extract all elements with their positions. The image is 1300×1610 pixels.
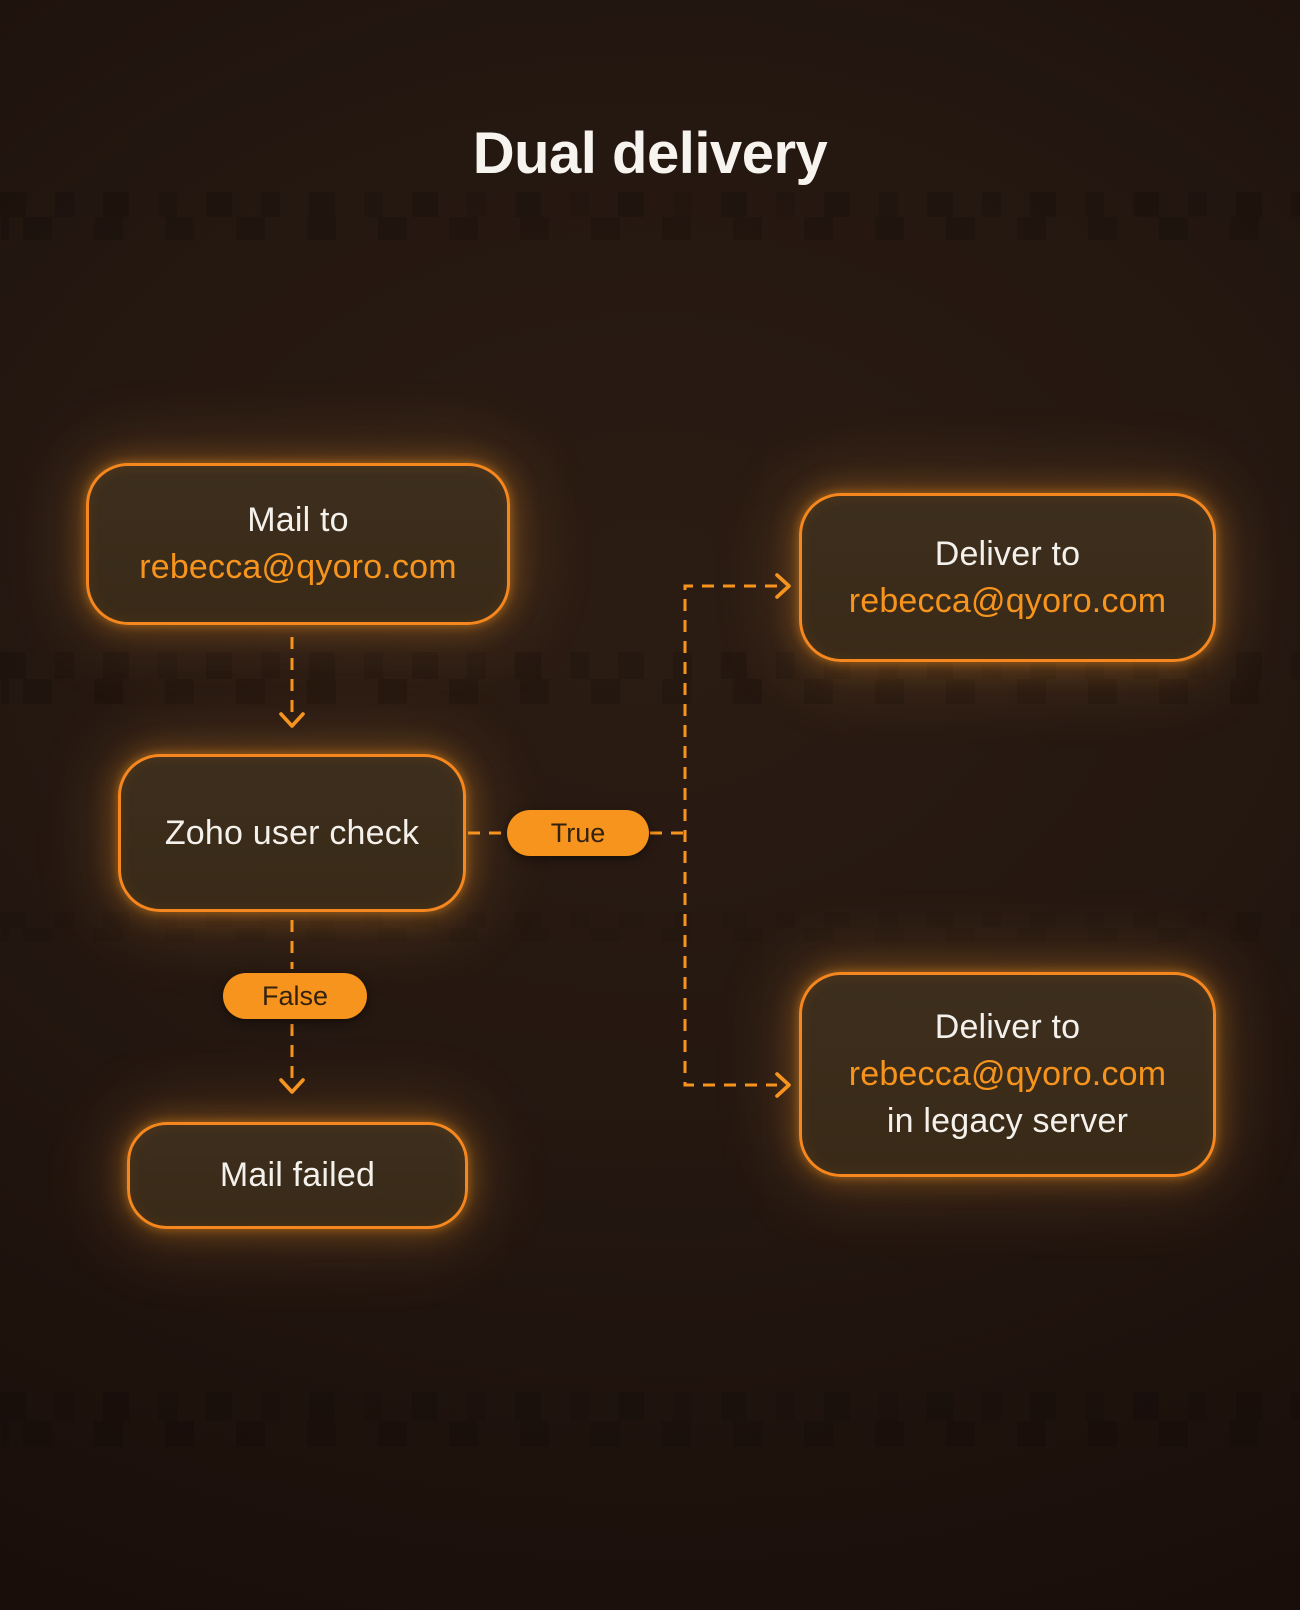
arrowhead-down-zoho — [279, 712, 305, 728]
node-deliver-legacy-sublabel: in legacy server — [886, 1102, 1129, 1140]
node-zoho-user-check-label: Zoho user check — [164, 813, 420, 852]
node-mail-failed: Mail failed — [127, 1122, 468, 1229]
diagram-title: Dual delivery — [472, 121, 828, 186]
node-mail-failed-label: Mail failed — [219, 1156, 376, 1194]
branch-label-true-text: True — [550, 817, 606, 848]
branch-label-true: True — [507, 810, 649, 856]
node-deliver-primary-email: rebecca@qyoro.com — [848, 581, 1167, 620]
node-mail-to-label: Mail to — [247, 501, 349, 539]
connector-junction-branches — [683, 584, 777, 1087]
node-deliver-legacy-label: Deliver to — [934, 1008, 1081, 1046]
arrowhead-right-deliver-legacy — [775, 1072, 791, 1098]
node-deliver-legacy: Deliver to rebecca@qyoro.com in legacy s… — [799, 972, 1216, 1177]
node-zoho-user-check: Zoho user check — [118, 754, 466, 912]
branch-label-false-text: False — [261, 980, 329, 1011]
node-deliver-legacy-email: rebecca@qyoro.com — [848, 1055, 1167, 1093]
branch-label-false: False — [223, 973, 367, 1019]
node-mail-to: Mail to rebecca@qyoro.com — [86, 463, 510, 625]
arrowhead-down-mailfailed — [279, 1078, 305, 1094]
node-deliver-primary-label: Deliver to — [934, 534, 1081, 573]
arrowhead-right-deliver-primary — [775, 573, 791, 599]
node-deliver-primary: Deliver to rebecca@qyoro.com — [799, 493, 1216, 662]
node-mail-to-email: rebecca@qyoro.com — [139, 548, 457, 586]
